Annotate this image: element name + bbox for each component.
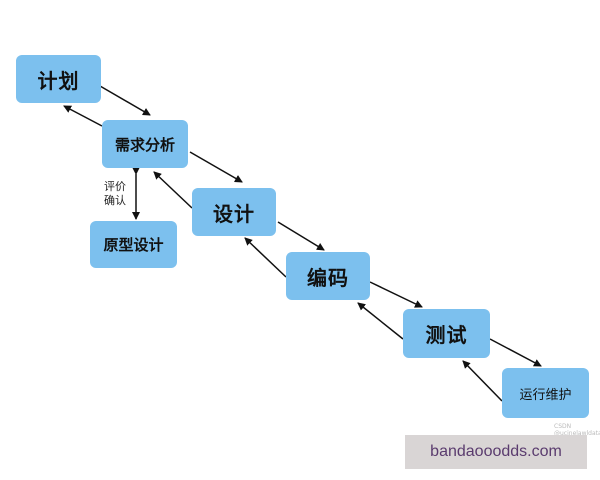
stage-prototype-label: 原型设计 (103, 236, 164, 254)
annotation-line-2: 确认 (104, 194, 126, 207)
arrow-plan-to-requirements (99, 85, 151, 116)
arrow-coding-to-design (244, 237, 287, 278)
stage-requirements-label: 需求分析 (114, 135, 175, 154)
stage-testing: 测试 (403, 309, 490, 358)
stage-operation-label: 运行维护 (519, 387, 572, 403)
stage-prototype: 原型设计 (90, 221, 177, 268)
stage-design: 设计 (192, 188, 276, 236)
arrow-design-to-coding (277, 221, 325, 251)
stage-design-label: 设计 (213, 201, 255, 226)
stage-plan-label: 计划 (37, 68, 80, 93)
site-watermark: bandaooodds.com (405, 435, 587, 469)
stage-coding-label: 编码 (307, 265, 349, 290)
stage-coding: 编码 (286, 252, 370, 300)
arrow-operation-to-testing (462, 360, 503, 402)
annotation-line-1: 评价 (104, 180, 126, 193)
arrow-coding-to-testing (369, 281, 423, 308)
arrow-requirements-to-plan (63, 105, 103, 127)
arrow-testing-to-coding (357, 302, 404, 340)
stage-plan: 计划 (16, 55, 101, 103)
stage-testing-label: 测试 (425, 323, 468, 347)
arrow-testing-to-operation (489, 338, 542, 367)
arrow-requirements-to-design (189, 151, 243, 183)
stage-operation: 运行维护 (502, 368, 589, 418)
csdn-watermark: CSDN @ucinelawldata (554, 423, 600, 437)
review-confirm-annotation: 评价 确认 (100, 180, 130, 208)
site-watermark-text: bandaooodds.com (430, 443, 562, 460)
stage-requirements: 需求分析 (102, 120, 188, 168)
arrow-design-to-requirements (153, 171, 193, 209)
